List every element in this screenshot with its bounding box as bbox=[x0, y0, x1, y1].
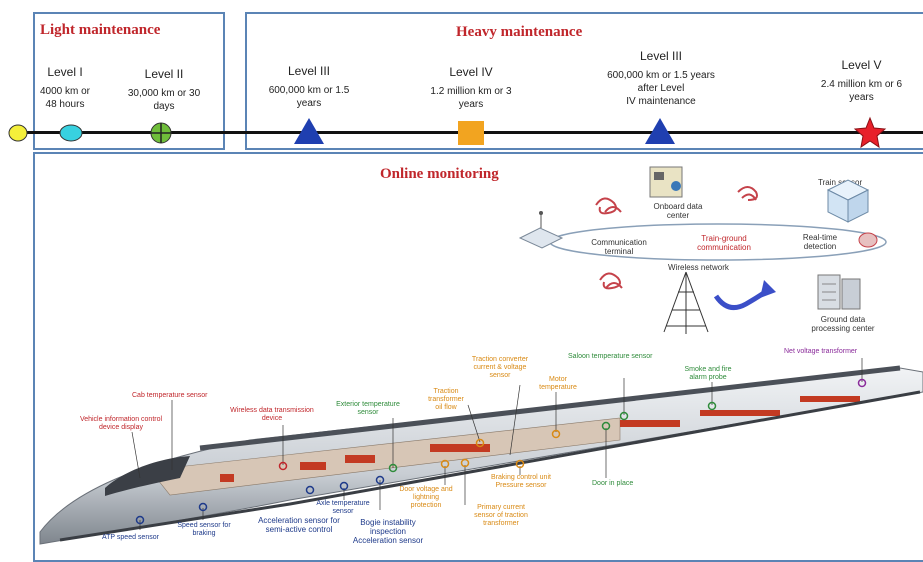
exterior-temp-label: Exterior temperature sensor bbox=[332, 401, 404, 417]
door-in-place-label: Door in place bbox=[592, 480, 634, 487]
level-4-desc2: years bbox=[458, 99, 484, 110]
braking-control-text: Braking control unit Pressure sensor bbox=[491, 474, 551, 489]
level-4-desc1: 1.2 million km or 3 bbox=[430, 86, 512, 97]
cab-window bbox=[105, 456, 190, 496]
cab-temp-label: Cab temperature sensor bbox=[132, 392, 208, 399]
level-2-desc1: 30,000 km or 30 bbox=[127, 88, 201, 99]
train-underframe bbox=[59, 390, 921, 542]
onboard-server-icon bbox=[649, 166, 683, 198]
level-4-name: Level IV bbox=[449, 65, 493, 79]
primary-current-text: Primary current sensor of traction trans… bbox=[474, 504, 528, 527]
level-4-marker bbox=[458, 121, 484, 145]
level-3a-desc2: years bbox=[296, 98, 322, 109]
level-3a-name: Level III bbox=[287, 64, 331, 78]
comm-terminal-icon bbox=[518, 211, 564, 249]
accel-semi-label: Acceleration sensor for semi-active cont… bbox=[258, 516, 340, 534]
level-4-label: Level IV 1.2 million km or 3 years bbox=[408, 66, 534, 111]
heavy-maintenance-title: Heavy maintenance bbox=[456, 24, 583, 40]
level-2-marker bbox=[150, 122, 172, 144]
level-3b-desc2: after Level bbox=[637, 83, 685, 94]
level-5-label: Level V 2.4 million km or 6 years bbox=[800, 59, 923, 104]
level-5-desc2: years bbox=[849, 92, 874, 103]
onboard-data-center-label: Onboard data center bbox=[653, 202, 703, 220]
train-sensor-icon bbox=[826, 179, 870, 223]
sensor-leader-lines bbox=[131, 358, 863, 530]
level-1-marker bbox=[59, 124, 83, 142]
level-1-label: Level I 4000 km or 48 hours bbox=[28, 66, 102, 111]
speed-braking-label: Speed sensor for braking bbox=[176, 522, 232, 538]
sensor-markers bbox=[135, 378, 867, 525]
timeline-markers bbox=[8, 116, 887, 149]
level-3b-desc1: 600,000 km or 1.5 years bbox=[607, 70, 715, 81]
train-roof bbox=[199, 365, 901, 451]
traction-transformer-label: Traction transformer oil flow bbox=[424, 388, 468, 412]
braking-control-label: Braking control unit Pressure sensor bbox=[488, 474, 554, 490]
accel-semi-text: Acceleration sensor for semi-active cont… bbox=[258, 516, 340, 534]
bogie-label: Bogie instability inspection Acceleratio… bbox=[352, 518, 424, 545]
motor-temp-label: Motor temperature bbox=[536, 376, 580, 392]
vehicle-info-label: Vehicle information control device displ… bbox=[76, 416, 166, 432]
level-1-desc2: 48 hours bbox=[45, 99, 85, 110]
smoke-fire-text: Smoke and fire alarm probe bbox=[684, 366, 732, 381]
level-5-marker bbox=[853, 116, 887, 149]
axle-temp-label: Axle temperature sensor bbox=[312, 500, 374, 516]
level-2-name: Level II bbox=[144, 67, 184, 81]
traction-converter-label: Traction converter current & voltage sen… bbox=[468, 356, 532, 380]
motor-temp-text: Motor temperature bbox=[539, 376, 577, 391]
level-5-desc1: 2.4 million km or 6 bbox=[820, 79, 903, 90]
atp-speed-label: ATP speed sensor bbox=[102, 534, 159, 541]
axle-temp-text: Axle temperature sensor bbox=[316, 500, 370, 515]
signal-swirl-icons bbox=[595, 186, 758, 290]
bogie-text: Bogie instability inspection Acceleratio… bbox=[352, 518, 424, 545]
net-voltage-label: Net voltage transformer bbox=[784, 348, 858, 355]
realtime-detection-icon bbox=[858, 232, 878, 248]
exterior-temp-text: Exterior temperature sensor bbox=[336, 401, 400, 416]
level-3b-desc3: IV maintenance bbox=[626, 96, 696, 107]
level-3b-label: Level III 600,000 km or 1.5 years after … bbox=[586, 50, 736, 108]
train-sensor-label: Train sensor bbox=[818, 178, 863, 187]
level-3a-label: Level III 600,000 km or 1.5 years bbox=[250, 65, 368, 110]
speed-braking-text: Speed sensor for braking bbox=[177, 522, 231, 537]
realtime-detection-label: Real-time detection bbox=[802, 233, 838, 251]
smoke-fire-label: Smoke and fire alarm probe bbox=[682, 366, 734, 382]
online-monitoring-title: Online monitoring bbox=[380, 166, 499, 182]
level-3b-marker bbox=[645, 118, 675, 144]
wireless-trans-label: Wireless data transmission device bbox=[224, 407, 320, 423]
door-voltage-label: Door voltage and lightning protection bbox=[398, 486, 454, 510]
level-3a-marker bbox=[294, 118, 324, 144]
start-marker bbox=[8, 124, 28, 142]
level-3a-desc1: 600,000 km or 1.5 bbox=[268, 85, 350, 96]
level-3b-name: Level III bbox=[639, 49, 683, 63]
train-interior bbox=[149, 417, 621, 496]
ground-data-center-label: Ground data processing center bbox=[811, 315, 875, 333]
saloon-temp-label: Saloon temperature sensor bbox=[568, 353, 653, 360]
level-1-desc1: 4000 km or bbox=[39, 86, 91, 97]
heavy-maintenance-panel bbox=[245, 12, 923, 150]
level-5-name: Level V bbox=[841, 59, 882, 72]
train-ground-label: Train-ground communication bbox=[697, 234, 751, 252]
primary-current-label: Primary current sensor of traction trans… bbox=[468, 504, 534, 528]
ground-server-icon bbox=[817, 274, 861, 310]
blue-arrow-icon bbox=[713, 280, 776, 311]
wireless-trans-text: Wireless data transmission device bbox=[230, 407, 314, 422]
wireless-network-label: Wireless network bbox=[668, 263, 729, 272]
light-maintenance-title: Light maintenance bbox=[40, 22, 161, 38]
traction-transformer-text: Traction transformer oil flow bbox=[428, 388, 464, 411]
wireless-tower-icon bbox=[663, 271, 709, 334]
level-1-name: Level I bbox=[47, 65, 83, 79]
door-voltage-text: Door voltage and lightning protection bbox=[399, 486, 453, 509]
comm-terminal-label: Communication terminal bbox=[591, 238, 647, 256]
traction-converter-text: Traction converter current & voltage sen… bbox=[471, 356, 529, 379]
level-2-desc2: days bbox=[153, 101, 175, 112]
train-seats bbox=[220, 396, 860, 482]
level-2-label: Level II 30,000 km or 30 days bbox=[114, 68, 214, 113]
vehicle-info-text: Vehicle information control device displ… bbox=[79, 416, 163, 431]
